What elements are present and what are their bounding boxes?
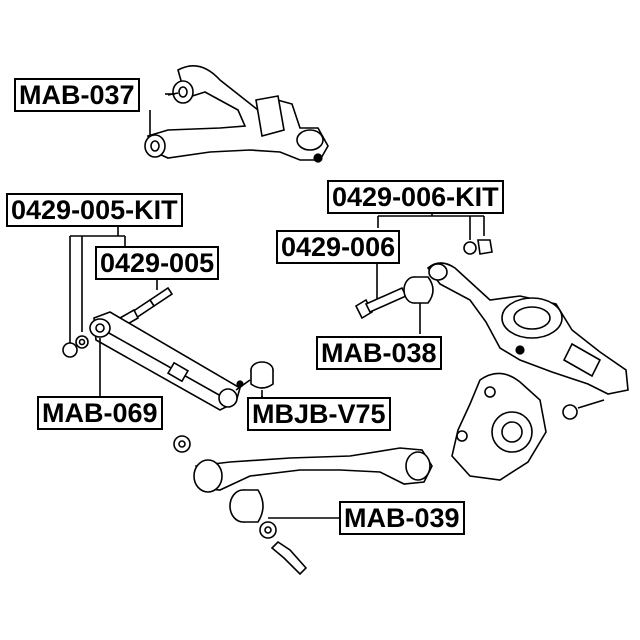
lower-arm [173,435,433,576]
label-mab-037[interactable]: MAB-037 [14,78,140,112]
label-0429-006-kit[interactable]: 0429-006-KIT [327,180,504,214]
label-mab-069[interactable]: MAB-069 [37,396,163,430]
kit-006-leader-lines [376,208,485,334]
kit-005-leader-lines [69,222,158,348]
lateral-link [89,311,251,411]
label-0429-005-kit[interactable]: 0429-005-KIT [6,193,183,227]
bolt-0429-006 [354,239,493,320]
label-0429-006[interactable]: 0429-006 [276,230,401,264]
bolt-0429-005 [62,286,174,358]
label-mab-038[interactable]: MAB-038 [316,336,442,370]
knuckle [451,372,547,481]
label-mab-039[interactable]: MAB-039 [339,501,465,535]
upper-control-arm [144,64,329,163]
trailing-arm [426,262,629,420]
bushing-mab-038 [403,276,434,304]
label-mbjb-v75[interactable]: MBJB-V75 [247,397,391,431]
label-0429-005[interactable]: 0429-005 [95,246,220,280]
